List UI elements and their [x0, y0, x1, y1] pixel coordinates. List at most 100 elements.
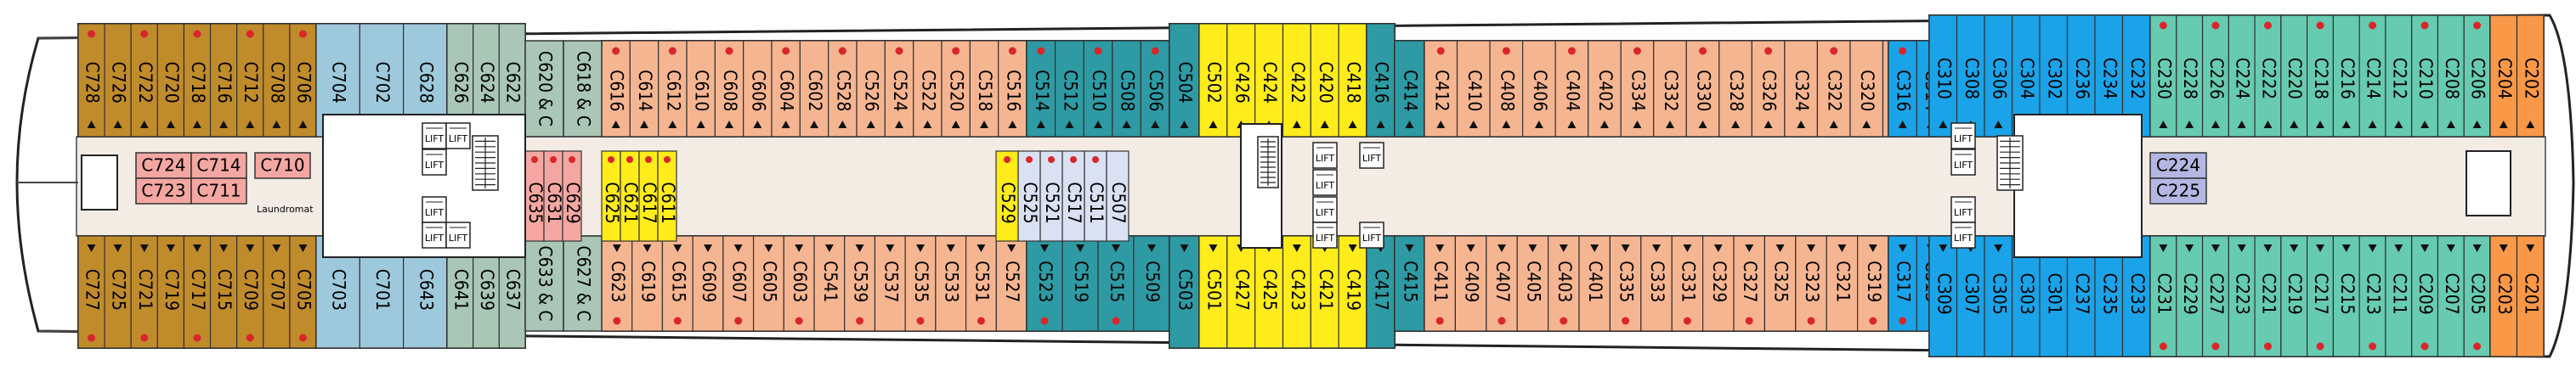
cabin-C407[interactable]: C407 [1486, 235, 1518, 332]
cabin-C219[interactable]: C219 [2280, 235, 2308, 357]
cabin-C535[interactable]: C535 [904, 235, 937, 332]
cabin-C711[interactable]: C711 [190, 177, 247, 205]
cabin-C525[interactable]: C525 [1017, 150, 1041, 242]
cabin-C203[interactable]: C203 [2489, 235, 2518, 357]
cabin-C631[interactable]: C631 [543, 150, 564, 242]
cabin-C507[interactable]: C507 [1106, 150, 1129, 242]
cabin-C604[interactable]: C604 [771, 40, 801, 138]
cabin-C225[interactable]: C225 [2149, 177, 2207, 205]
cabin-C503[interactable]: C503 [1169, 235, 1200, 349]
cabin-C308[interactable]: C308 [1956, 14, 1985, 138]
cabin-C618[interactable]: C618 & C [563, 40, 603, 138]
cabin-C533[interactable]: C533 [935, 235, 967, 332]
cabin-C310[interactable]: C310 [1928, 14, 1958, 138]
cabin-C331[interactable]: C331 [1671, 235, 1704, 332]
cabin-C306[interactable]: C306 [1984, 14, 2013, 138]
cabin-C224[interactable]: C224 [2228, 14, 2256, 138]
cabin-C511[interactable]: C511 [1084, 150, 1107, 242]
cabin-C418[interactable]: C418 [1338, 23, 1367, 138]
cabin-C506[interactable]: C506 [1140, 40, 1170, 138]
cabin-C518[interactable]: C518 [969, 40, 999, 138]
cabin-C541[interactable]: C541 [813, 235, 846, 332]
cabin-C502[interactable]: C502 [1198, 23, 1228, 138]
cabin-C614[interactable]: C614 [629, 40, 660, 138]
cabin-C508[interactable]: C508 [1112, 40, 1142, 138]
cabin-C228[interactable]: C228 [2176, 14, 2204, 138]
cabin-C712[interactable]: C712 [236, 23, 264, 138]
cabin-C627[interactable]: C627 & C [563, 235, 603, 332]
cabin-C608[interactable]: C608 [714, 40, 744, 138]
cabin-C705[interactable]: C705 [289, 235, 317, 349]
cabin-C615[interactable]: C615 [661, 235, 694, 332]
cabin-C709[interactable]: C709 [236, 235, 264, 349]
cabin-C616[interactable]: C616 [601, 40, 631, 138]
cabin-C222[interactable]: C222 [2254, 14, 2282, 138]
cabin-C716[interactable]: C716 [209, 23, 238, 138]
cabin-C715[interactable]: C715 [209, 235, 238, 349]
cabin-C412[interactable]: C412 [1424, 40, 1458, 138]
cabin-C223[interactable]: C223 [2228, 235, 2256, 357]
cabin-C426[interactable]: C426 [1226, 23, 1256, 138]
cabin-C602[interactable]: C602 [799, 40, 829, 138]
cabin-C539[interactable]: C539 [844, 235, 876, 332]
cabin-C619[interactable]: C619 [631, 235, 664, 332]
cabin-C204[interactable]: C204 [2489, 14, 2518, 138]
cabin-C605[interactable]: C605 [752, 235, 784, 332]
cabin-C603[interactable]: C603 [783, 235, 815, 332]
cabin-C520[interactable]: C520 [941, 40, 971, 138]
cabin-C220[interactable]: C220 [2280, 14, 2308, 138]
cabin-C504[interactable]: C504 [1169, 23, 1200, 138]
cabin-C410[interactable]: C410 [1456, 40, 1491, 138]
cabin-C718[interactable]: C718 [183, 23, 212, 138]
cabin-C320[interactable]: C320 [1849, 40, 1884, 138]
cabin-C620[interactable]: C620 & C [524, 40, 564, 138]
cabin-C317[interactable]: C317 [1888, 235, 1917, 332]
cabin-C423[interactable]: C423 [1282, 235, 1311, 349]
cabin-C231[interactable]: C231 [2149, 235, 2177, 357]
cabin-C726[interactable]: C726 [104, 23, 132, 138]
cabin-C406[interactable]: C406 [1521, 40, 1556, 138]
cabin-C524[interactable]: C524 [884, 40, 914, 138]
cabin-C708[interactable]: C708 [263, 23, 291, 138]
cabin-C229[interactable]: C229 [2176, 235, 2204, 357]
cabin-C327[interactable]: C327 [1733, 235, 1766, 332]
cabin-C414[interactable]: C414 [1394, 40, 1425, 138]
cabin-C326[interactable]: C326 [1751, 40, 1786, 138]
cabin-C206[interactable]: C206 [2463, 14, 2491, 138]
cabin-C728[interactable]: C728 [77, 23, 105, 138]
cabin-C401[interactable]: C401 [1578, 235, 1611, 332]
cabin-C415[interactable]: C415 [1394, 235, 1425, 332]
cabin-C323[interactable]: C323 [1795, 235, 1827, 332]
cabin-C529[interactable]: C529 [995, 150, 1019, 242]
cabin-C332[interactable]: C332 [1653, 40, 1687, 138]
cabin-C324[interactable]: C324 [1784, 40, 1819, 138]
cabin-C710[interactable]: C710 [254, 152, 311, 179]
cabin-C335[interactable]: C335 [1609, 235, 1642, 332]
cabin-C208[interactable]: C208 [2437, 14, 2465, 138]
cabin-C230[interactable]: C230 [2149, 14, 2177, 138]
cabin-C213[interactable]: C213 [2358, 235, 2386, 357]
cabin-C537[interactable]: C537 [874, 235, 906, 332]
cabin-C212[interactable]: C212 [2385, 14, 2413, 138]
cabin-C623[interactable]: C623 [601, 235, 633, 332]
cabin-C526[interactable]: C526 [856, 40, 886, 138]
cabin-C205[interactable]: C205 [2463, 235, 2491, 357]
cabin-C325[interactable]: C325 [1764, 235, 1797, 332]
cabin-C424[interactable]: C424 [1254, 23, 1284, 138]
cabin-C333[interactable]: C333 [1640, 235, 1673, 332]
cabin-C417[interactable]: C417 [1366, 235, 1396, 349]
cabin-C610[interactable]: C610 [686, 40, 716, 138]
cabin-C707[interactable]: C707 [263, 235, 291, 349]
cabin-C523[interactable]: C523 [1026, 235, 1063, 332]
cabin-C422[interactable]: C422 [1282, 23, 1311, 138]
cabin-C210[interactable]: C210 [2411, 14, 2439, 138]
cabin-C719[interactable]: C719 [156, 235, 185, 349]
cabin-C607[interactable]: C607 [722, 235, 755, 332]
cabin-C221[interactable]: C221 [2254, 235, 2282, 357]
cabin-C512[interactable]: C512 [1054, 40, 1084, 138]
cabin-C408[interactable]: C408 [1489, 40, 1524, 138]
cabin-C717[interactable]: C717 [183, 235, 212, 349]
cabin-C714[interactable]: C714 [190, 152, 247, 179]
cabin-C405[interactable]: C405 [1516, 235, 1549, 332]
cabin-C416[interactable]: C416 [1366, 23, 1396, 138]
